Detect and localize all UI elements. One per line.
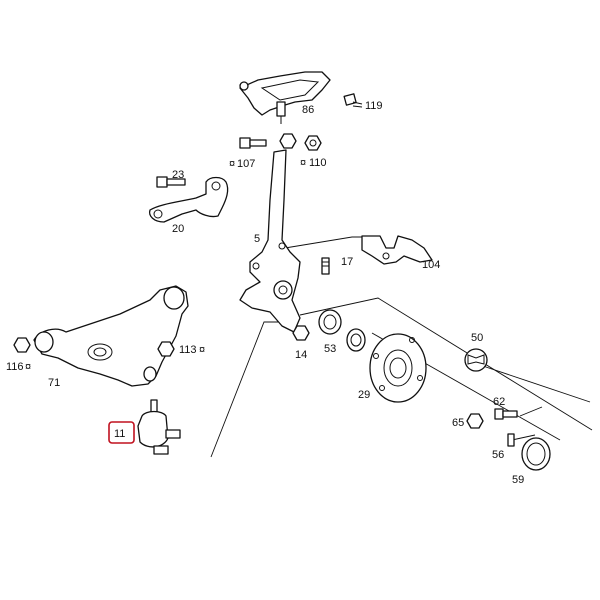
washer-50[interactable] (464, 348, 488, 372)
label-71: 71 (48, 377, 60, 389)
steering-arm-20[interactable] (148, 176, 229, 223)
label-20: 20 (172, 223, 184, 235)
pin-56[interactable] (507, 433, 515, 447)
label-59: 59 (512, 474, 524, 486)
stud-17[interactable] (321, 257, 330, 275)
label-113: 113 (179, 344, 197, 356)
wheel-hub-29[interactable] (369, 333, 427, 403)
steering-knuckle-5[interactable] (239, 149, 301, 333)
dust-cap-59[interactable] (521, 437, 551, 471)
ring-116: ¤ (25, 361, 31, 373)
label-29: 29 (358, 389, 370, 401)
label-53: 53 (324, 343, 336, 355)
label-65: 65 (452, 417, 464, 429)
bolt-62[interactable] (494, 408, 518, 420)
bolt-119[interactable] (343, 93, 363, 108)
bracket-104[interactable] (361, 235, 433, 265)
label-17: 17 (341, 256, 353, 268)
nut-116[interactable] (13, 337, 31, 353)
label-119: 119 (365, 100, 383, 112)
seal-53[interactable] (318, 309, 342, 335)
label-14: 14 (295, 349, 307, 361)
label-110: 110 (309, 157, 327, 169)
ring-113: ¤ (199, 344, 205, 356)
upper-mount-86[interactable] (239, 71, 331, 124)
label-86: 86 (302, 104, 314, 116)
nut-65[interactable] (466, 413, 484, 429)
spacer-nut (279, 133, 297, 149)
label-62: 62 (493, 396, 505, 408)
ball-joint-11[interactable] (137, 399, 181, 455)
nut-113[interactable] (157, 341, 175, 357)
bolt-23[interactable] (156, 176, 186, 188)
label-56: 56 (492, 449, 504, 461)
label-107: 107 (237, 158, 255, 170)
label-116: 116 (6, 361, 24, 373)
wheel-bearing[interactable] (346, 328, 366, 352)
label-50: 50 (471, 332, 483, 344)
label-5: 5 (254, 233, 260, 245)
label-104: 104 (422, 259, 440, 271)
nut-14[interactable] (292, 325, 310, 341)
ring-107: ¤ (229, 158, 235, 170)
label-11: 11 (114, 428, 125, 440)
label-23: 23 (172, 169, 184, 181)
lower-control-arm-71[interactable] (33, 285, 189, 387)
ring-110: ¤ (300, 157, 306, 169)
nut-110[interactable] (304, 135, 322, 151)
bolt-107[interactable] (239, 137, 267, 149)
callout-box-11[interactable] (108, 421, 135, 444)
